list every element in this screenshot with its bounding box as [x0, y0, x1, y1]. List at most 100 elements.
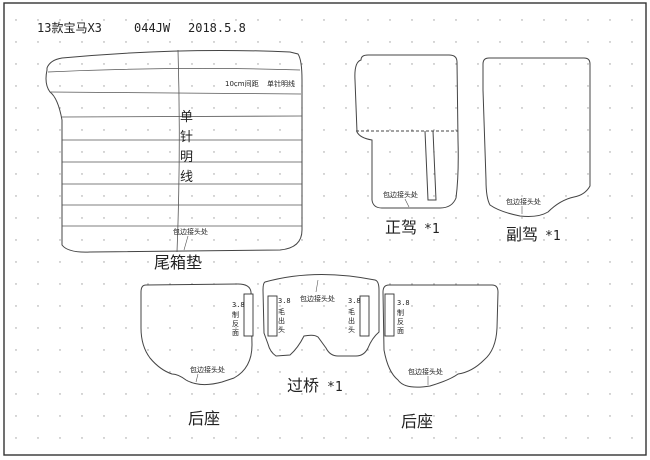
grid-dot: [81, 63, 83, 65]
grid-dot: [367, 41, 369, 43]
grid-dot: [499, 107, 501, 109]
grid-dot: [213, 371, 215, 373]
rear-left-binding-leader: [195, 373, 199, 383]
grid-dot: [169, 151, 171, 153]
grid-dot: [477, 217, 479, 219]
grid-dot: [235, 217, 237, 219]
grid-dot: [191, 371, 193, 373]
grid-dot: [125, 217, 127, 219]
grid-dot: [235, 261, 237, 263]
grid-dot: [543, 41, 545, 43]
grid-dot: [15, 349, 17, 351]
grid-dot: [543, 63, 545, 65]
grid-dot: [59, 261, 61, 263]
grid-dot: [213, 217, 215, 219]
grid-dot: [125, 261, 127, 263]
grid-dot: [565, 195, 567, 197]
grid-dot: [301, 415, 303, 417]
grid-dot: [235, 393, 237, 395]
grid-dot: [15, 239, 17, 241]
grid-dot: [367, 239, 369, 241]
bridge-name: 过桥: [287, 376, 319, 395]
grid-dot: [257, 261, 259, 263]
grid-dot: [323, 261, 325, 263]
grid-dot: [81, 415, 83, 417]
trunk-binding-leader: [183, 235, 189, 251]
grid-dot: [59, 305, 61, 307]
grid-dot: [125, 371, 127, 373]
grid-dot: [345, 283, 347, 285]
grid-dot: [565, 63, 567, 65]
grid-dot: [389, 261, 391, 263]
grid-dot: [477, 415, 479, 417]
grid-dot: [455, 107, 457, 109]
grid-dot: [125, 327, 127, 329]
rear-left-binding-note: 包边接头处: [190, 365, 225, 374]
grid-dot: [191, 195, 193, 197]
grid-dot: [279, 239, 281, 241]
grid-dot: [103, 415, 105, 417]
grid-dot: [37, 393, 39, 395]
grid-dot: [587, 19, 589, 21]
grid-dot: [345, 107, 347, 109]
grid-dot: [411, 151, 413, 153]
grid-dot: [609, 195, 611, 197]
grid-dot: [631, 195, 633, 197]
grid-dot: [587, 437, 589, 439]
grid-dot: [169, 107, 171, 109]
grid-dot: [279, 195, 281, 197]
rear-right-name: 后座: [401, 412, 433, 431]
grid-dot: [323, 85, 325, 87]
grid-dot: [631, 63, 633, 65]
grid-dot: [59, 349, 61, 351]
rear-left-slot-text: 面: [232, 329, 239, 337]
grid-dot: [147, 151, 149, 153]
grid-dot: [169, 393, 171, 395]
grid-dot: [389, 151, 391, 153]
grid-dot: [499, 173, 501, 175]
grid-dot: [59, 173, 61, 175]
grid-dot: [147, 195, 149, 197]
grid-dot: [411, 85, 413, 87]
grid-dot: [587, 327, 589, 329]
grid-dot: [367, 393, 369, 395]
grid-dot: [213, 327, 215, 329]
grid-dot: [455, 85, 457, 87]
grid-dot: [565, 173, 567, 175]
grid-dot: [59, 195, 61, 197]
grid-dot: [543, 195, 545, 197]
grid-dot: [125, 239, 127, 241]
grid-dot: [59, 393, 61, 395]
grid-dot: [169, 41, 171, 43]
grid-dot: [345, 19, 347, 21]
grid-dot: [103, 371, 105, 373]
grid-dot: [609, 415, 611, 417]
grid-dot: [587, 151, 589, 153]
grid-dot: [191, 41, 193, 43]
grid-dot: [609, 19, 611, 21]
grid-dot: [609, 437, 611, 439]
grid-dot: [521, 393, 523, 395]
grid-dot: [477, 437, 479, 439]
grid-dot: [411, 415, 413, 417]
grid-dot: [125, 63, 127, 65]
grid-dot: [191, 173, 193, 175]
grid-dot: [213, 349, 215, 351]
grid-dot: [81, 261, 83, 263]
grid-dot: [477, 41, 479, 43]
grid-dot: [81, 305, 83, 307]
bridge-left-slot-text: 毛: [278, 307, 285, 316]
grid-dot: [279, 19, 281, 21]
grid-dot: [37, 327, 39, 329]
grid-dot: [169, 371, 171, 373]
grid-dot: [587, 305, 589, 307]
grid-dot: [147, 41, 149, 43]
grid-dot: [389, 63, 391, 65]
grid-dot: [15, 393, 17, 395]
grid-dot: [147, 415, 149, 417]
grid-dot: [257, 63, 259, 65]
grid-dot: [323, 371, 325, 373]
grid-dot: [411, 63, 413, 65]
grid-dot: [565, 217, 567, 219]
grid-dot: [631, 41, 633, 43]
